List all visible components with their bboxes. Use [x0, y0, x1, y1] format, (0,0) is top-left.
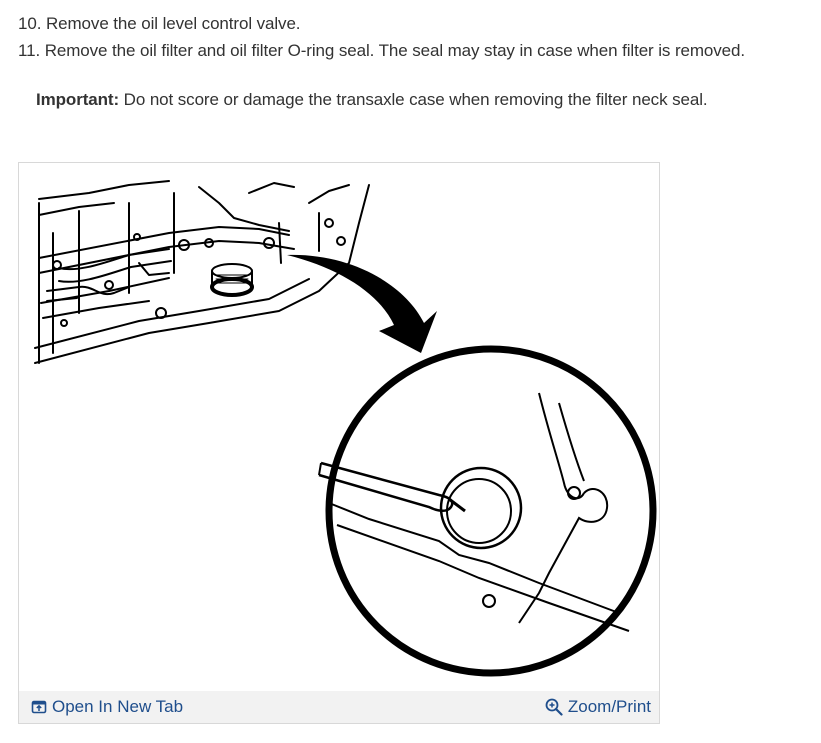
illustration-figure: Open In New Tab Zoom/Print	[18, 162, 660, 724]
step-11: 11. Remove the oil filter and oil filter…	[18, 37, 808, 64]
zoom-icon	[545, 698, 563, 716]
open-new-tab-icon	[31, 700, 47, 714]
important-label: Important:	[36, 90, 120, 109]
step-number: 11.	[18, 41, 41, 60]
oil-filter-removal-illustration	[34, 180, 657, 677]
important-note: Important: Do not score or damage the tr…	[36, 88, 708, 112]
step-10: 10. Remove the oil level control valve.	[18, 10, 808, 37]
zoom-print-link[interactable]: Zoom/Print	[545, 695, 651, 719]
figure-footer: Open In New Tab Zoom/Print	[19, 691, 659, 723]
open-in-new-tab-label: Open In New Tab	[52, 697, 184, 716]
open-in-new-tab-link[interactable]: Open In New Tab	[31, 695, 183, 719]
instruction-steps: 10. Remove the oil level control valve. …	[18, 10, 808, 64]
step-text: Remove the oil level control valve.	[45, 14, 301, 33]
zoom-print-label: Zoom/Print	[567, 697, 651, 716]
step-text: Remove the oil filter and oil filter O-r…	[44, 41, 746, 60]
important-text: Do not score or damage the transaxle cas…	[123, 90, 708, 109]
step-number: 10.	[18, 14, 42, 33]
